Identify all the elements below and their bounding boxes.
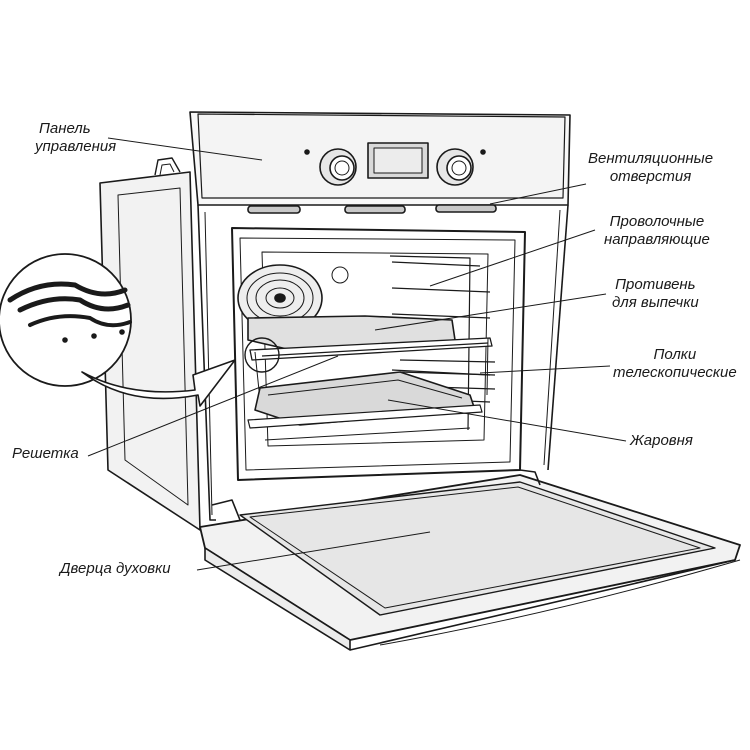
detail-circle bbox=[0, 253, 132, 387]
control-panel-label-line1: Панель bbox=[39, 120, 91, 137]
telescopic-shelves-label: Полки телескопические bbox=[613, 346, 737, 382]
baking-tray-label-line1: Противень bbox=[615, 276, 696, 293]
oven-door-label: Дверца духовки bbox=[60, 560, 171, 577]
control-panel-label: Панель управления bbox=[35, 120, 116, 156]
vents-label: Вентиляционные отверстия bbox=[588, 150, 713, 186]
right-knob bbox=[436, 148, 474, 186]
wire-guides-label-line2: направляющие bbox=[604, 231, 710, 248]
vents-label-line1: Вентиляционные bbox=[588, 150, 714, 167]
telescopic-shelves-label-line2: телескопические bbox=[613, 364, 737, 381]
leader-lines bbox=[87, 137, 627, 571]
grill-rack bbox=[249, 337, 493, 401]
left-knob bbox=[319, 148, 357, 186]
grill-label: Решетка bbox=[12, 445, 79, 462]
baking-tray-label-line2: для выпечки bbox=[612, 294, 699, 311]
control-panel-label-line2: управления bbox=[35, 138, 117, 155]
ventilation-slots bbox=[247, 204, 497, 214]
wire-guides-label-line1: Проволочные bbox=[609, 213, 705, 230]
detail-arrow bbox=[81, 359, 236, 407]
roasting-pan-label: Жаровня bbox=[630, 432, 693, 449]
vents-label-line2: отверстия bbox=[609, 168, 692, 185]
baking-tray-label: Противень для выпечки bbox=[612, 276, 699, 312]
wire-guides-label: Проволочные направляющие bbox=[604, 213, 710, 249]
telescopic-shelves-label-line1: Полки bbox=[653, 346, 697, 363]
